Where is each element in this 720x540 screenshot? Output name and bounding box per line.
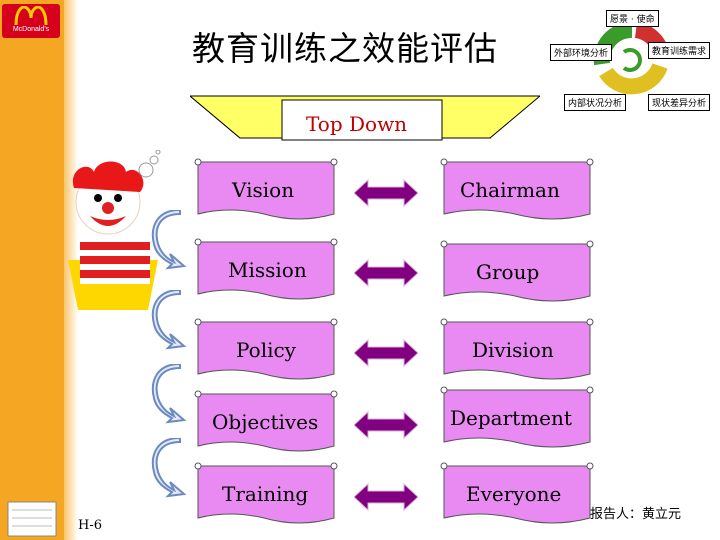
presenter-label: 报告人：黄立元 <box>590 507 682 522</box>
scroll-right-4 <box>440 462 594 524</box>
scroll-right-2 <box>440 318 594 380</box>
scroll-left-3 <box>194 390 338 452</box>
sidebar <box>0 0 64 540</box>
left-label-4: Training <box>222 482 309 506</box>
page-number: H-6 <box>78 518 103 533</box>
page-title: 教育训练之效能评估 <box>192 29 498 68</box>
scroll-right-0 <box>440 158 594 220</box>
scroll-right-3 <box>440 386 594 448</box>
right-label-0: Chairman <box>460 178 560 202</box>
left-label-2: Policy <box>236 338 296 362</box>
cycle-label-vision: 愿景 · 使命 <box>606 10 659 27</box>
top-down-banner <box>190 95 540 141</box>
curl-arrow-icon <box>151 290 187 350</box>
mcdonalds-logo: McDonald's <box>2 4 60 38</box>
double-arrow-icon <box>354 178 418 208</box>
curl-arrow-icon <box>151 364 187 424</box>
clown-mascot-icon <box>68 150 161 310</box>
left-label-0: Vision <box>232 178 295 202</box>
cycle-label-external: 外部环境分析 <box>550 44 613 61</box>
right-label-4: Everyone <box>466 482 562 506</box>
double-arrow-icon <box>354 258 418 288</box>
top-down-label: Top Down <box>306 112 408 136</box>
scroll-left-1 <box>194 238 338 300</box>
golden-arches-icon <box>14 6 48 26</box>
right-label-3: Department <box>450 406 572 430</box>
logo-text: McDonald's <box>12 26 50 33</box>
document-corner-icon <box>7 501 57 537</box>
cycle-diagram: 愿景 · 使命 外部环境分析 教育训练需求 内部状况分析 现状差异分析 <box>544 4 716 114</box>
scroll-left-0 <box>194 158 338 220</box>
left-label-3: Objectives <box>212 410 319 434</box>
scroll-left-2 <box>194 318 338 380</box>
double-arrow-icon <box>354 410 418 440</box>
double-arrow-icon <box>354 338 418 368</box>
cycle-label-gap: 现状差异分析 <box>648 94 711 111</box>
cycle-label-internal: 内部状况分析 <box>564 94 627 111</box>
curl-arrow-icon <box>151 438 187 498</box>
left-label-1: Mission <box>228 258 307 282</box>
cycle-label-training-needs: 教育训练需求 <box>648 42 711 59</box>
right-label-1: Group <box>476 260 540 284</box>
right-label-2: Division <box>472 338 554 362</box>
scroll-left-4 <box>194 462 338 524</box>
scroll-right-1 <box>440 240 594 302</box>
curl-arrow-icon <box>151 210 187 270</box>
double-arrow-icon <box>354 482 418 512</box>
